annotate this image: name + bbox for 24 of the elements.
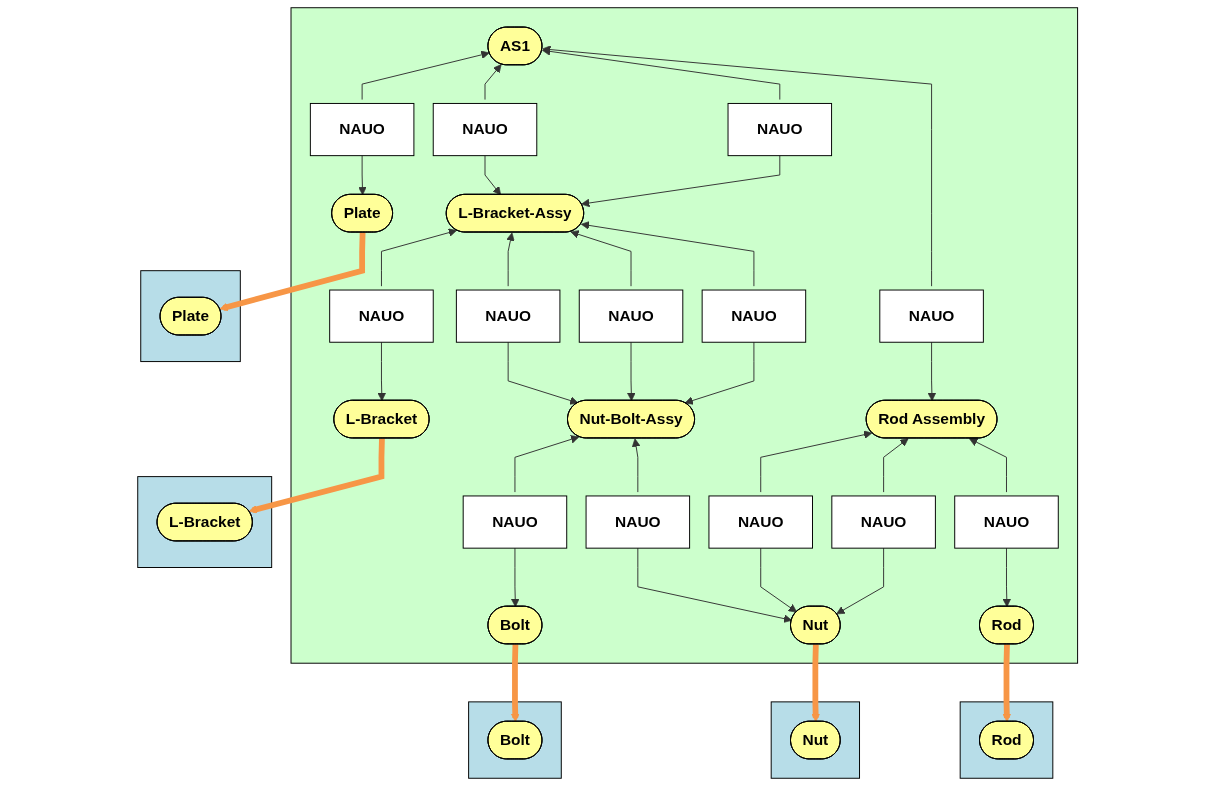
node-box: NAUO xyxy=(727,102,832,157)
node-box: NAUO xyxy=(879,289,984,343)
arrow xyxy=(811,644,820,723)
node-box: NAUO xyxy=(462,495,568,549)
node-box: NAUO xyxy=(701,289,806,343)
node-box: NAUO xyxy=(578,289,684,343)
arrow xyxy=(248,438,385,514)
cluster xyxy=(770,701,860,779)
node-box: NAUO xyxy=(329,289,434,343)
cluster xyxy=(137,476,272,568)
node-box: NAUO xyxy=(954,495,1059,549)
cluster xyxy=(140,270,241,363)
arrow xyxy=(1002,644,1011,723)
arrow xyxy=(219,232,366,312)
node-box: NAUO xyxy=(432,102,538,157)
node-box: NAUO xyxy=(585,495,690,549)
cluster xyxy=(959,701,1054,779)
node-box: NAUO xyxy=(455,289,561,343)
cluster xyxy=(467,701,562,779)
node-box: NAUO xyxy=(708,495,813,549)
node-box: NAUO xyxy=(309,102,415,157)
arrow xyxy=(510,644,520,723)
cluster xyxy=(290,7,1078,664)
node-box: NAUO xyxy=(831,495,936,549)
